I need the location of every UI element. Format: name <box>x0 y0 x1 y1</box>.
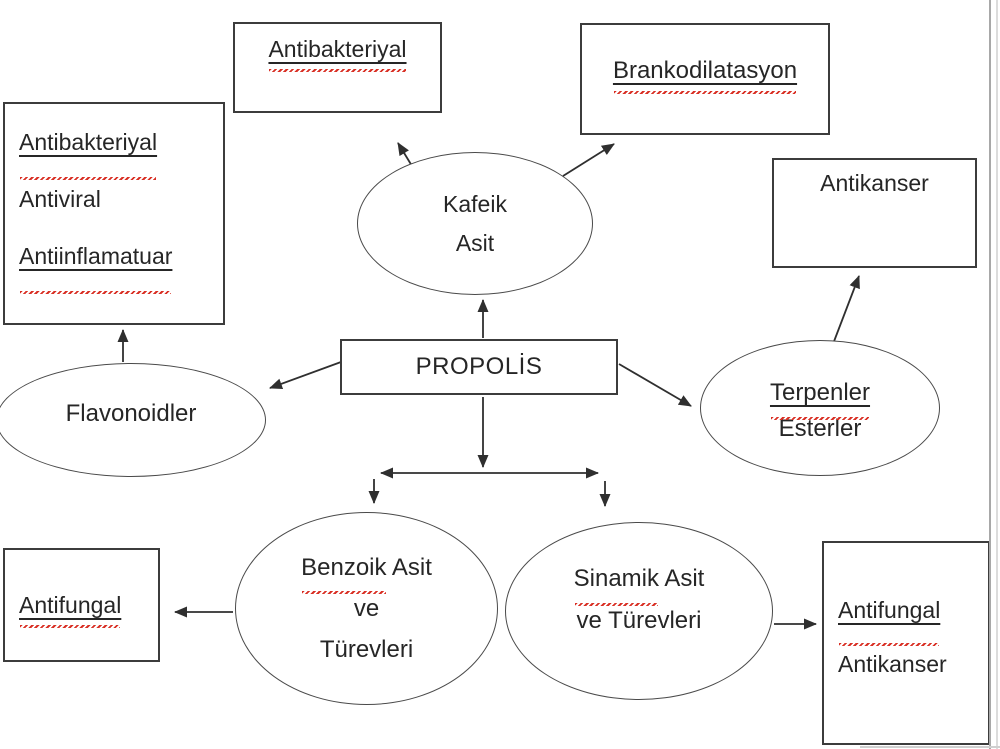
node-label: Asit <box>455 229 495 256</box>
node-label: Antibakteriyal <box>19 114 157 180</box>
node-label: Brankodilatasyon <box>612 57 798 94</box>
node-label: PROPOLİS <box>415 353 543 380</box>
node-label: Antikanser <box>838 651 947 677</box>
node-label: Antifungal <box>838 583 940 646</box>
node-label: Sinamik <box>574 558 659 606</box>
arrow-propolis-to-flavonoidler <box>269 361 342 390</box>
node-kafeik-asit: Kafeik Asit <box>357 152 593 295</box>
node-brankodilatasyon: Brankodilatasyon <box>580 23 830 135</box>
node-label: Antikanser <box>820 170 929 196</box>
node-label: Flavonoidler <box>65 400 197 427</box>
node-antikanser-top: Antikanser <box>772 158 977 268</box>
node-sinamik-asit-ve-turevleri: Sinamik Asit ve Türevleri <box>505 522 773 700</box>
node-label: Türevleri <box>319 636 414 663</box>
node-label: Antibakteriyal <box>268 36 407 72</box>
node-antibakteriyal-top: Antibakteriyal <box>233 22 442 113</box>
arrow-propolis-to-terpenler <box>618 363 692 407</box>
node-terpenler-esterler: Terpenler Esterler <box>700 340 940 476</box>
node-benzoik-asit-ve-turevleri: Benzoik Asit ve Türevleri <box>235 512 498 705</box>
arrow-kafeik-to-brankodilatasyon <box>562 143 615 177</box>
node-propolis: PROPOLİS <box>340 339 618 395</box>
node-label: Antiviral <box>19 186 101 212</box>
node-label: Asit <box>659 565 705 592</box>
node-label: Antiinflamatuar <box>19 228 172 294</box>
node-antifungal-left: Antifungal <box>3 548 160 662</box>
page-corner-shadow <box>860 746 1000 748</box>
arrow-terpenler-to-antikanser <box>832 275 860 345</box>
node-flavonoidler: Flavonoidler <box>0 363 266 477</box>
node-label: Asit <box>386 554 432 581</box>
node-label: ve <box>353 595 380 622</box>
node-label: Kafeik <box>443 190 507 217</box>
node-antibakteriyal-antiviral-antiinflamatuar: Antibakteriyal Antiviral Antiinflamatuar <box>3 102 225 325</box>
node-label: Terpenler <box>770 375 870 420</box>
node-label: Benzoik <box>301 547 387 594</box>
node-antifungal-antikanser: Antifungal Antikanser <box>822 541 990 745</box>
page-gutter-line <box>996 0 998 749</box>
node-label: Antifungal <box>19 591 122 628</box>
page-edge-line <box>989 0 991 749</box>
node-label: ve Türevleri <box>576 607 702 634</box>
